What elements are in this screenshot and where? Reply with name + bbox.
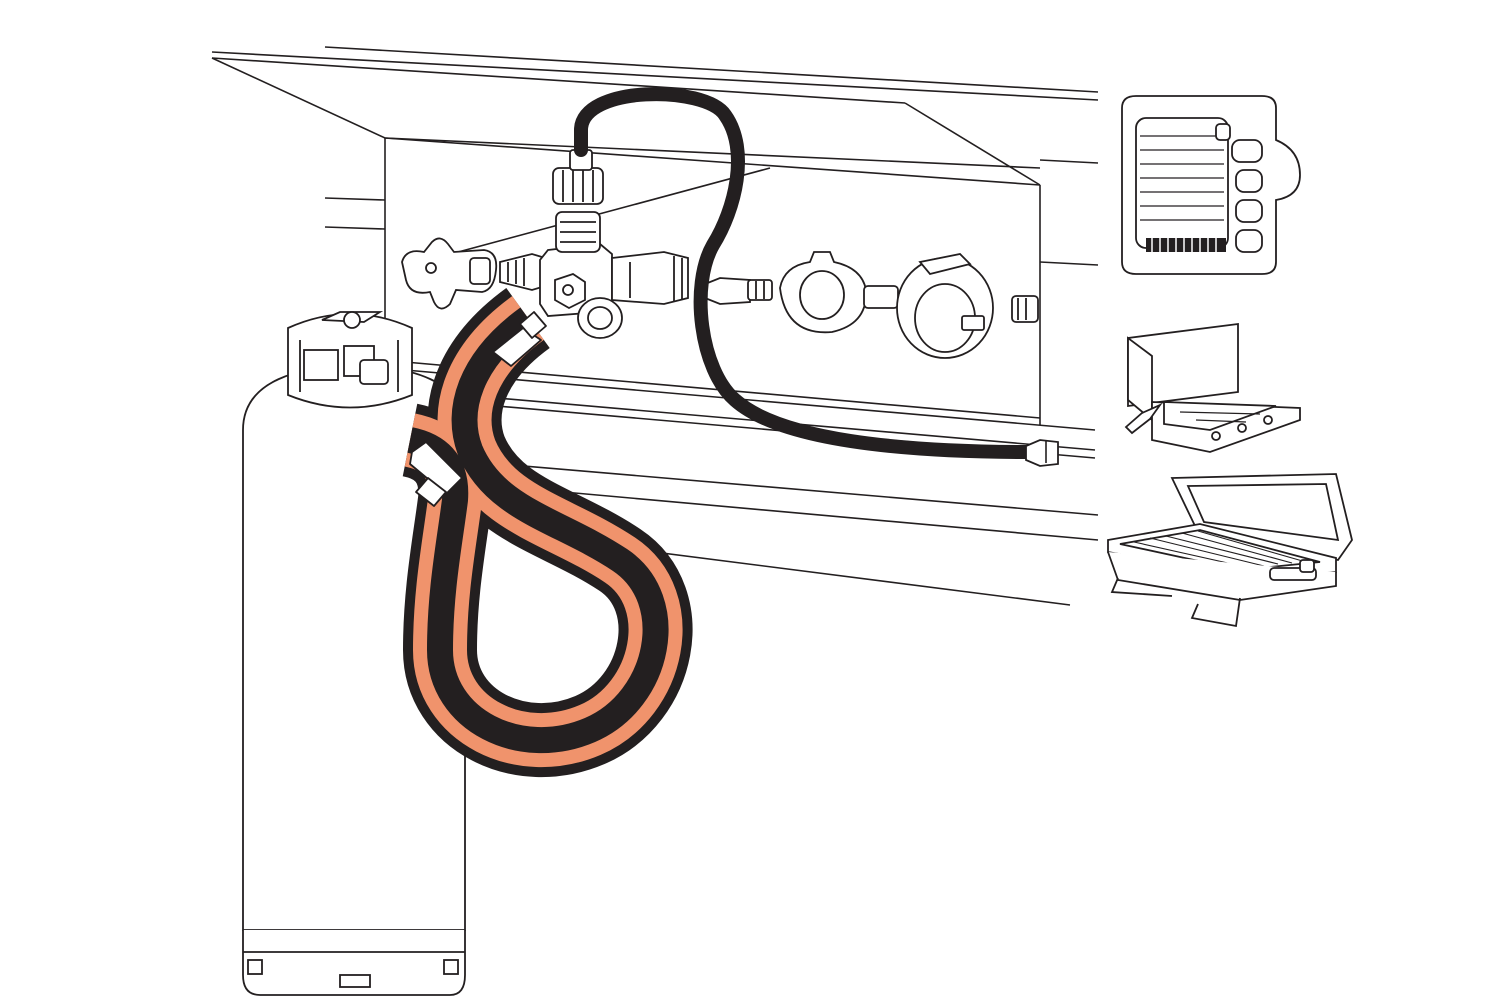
pigtail-hose [574,87,1059,467]
shutoff-valve [401,237,498,310]
grill-appliance [1107,473,1353,628]
heater-appliance [1121,95,1301,275]
inline-fitting [699,277,773,305]
propane-tank [242,311,466,996]
tee-adapter [499,149,689,339]
two-stage-regulator [779,251,1039,359]
highlighted-hose [401,288,693,777]
camp-stove-appliance [1124,322,1301,453]
